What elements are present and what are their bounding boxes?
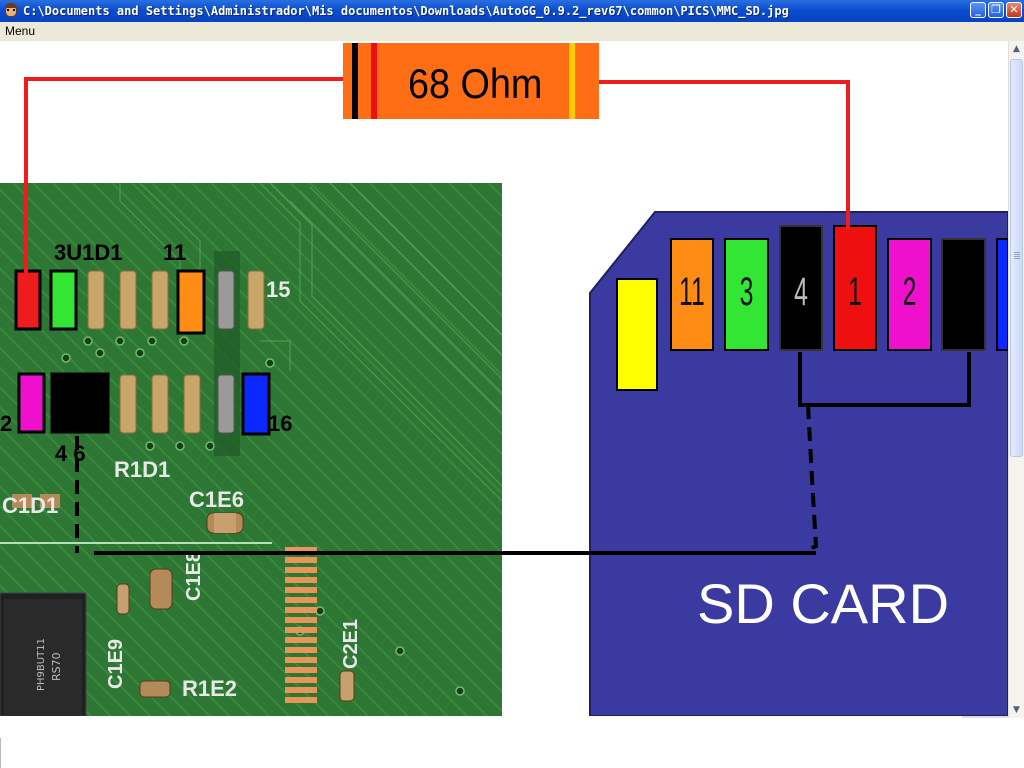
scroll-down-arrow-icon[interactable]: ▼ <box>1013 705 1020 715</box>
label-pin-15: 15 <box>266 277 290 302</box>
pcb-pad-1-red <box>14 269 42 331</box>
image-viewport: RS70 PH9BUT11 3U1D1 11 15 2 16 4 6 R1D1 … <box>0 41 1008 716</box>
sd-pin-3 <box>724 238 769 351</box>
label-c1d1: C1D1 <box>2 493 58 518</box>
chip-code-label: PH9BUT11 <box>36 638 47 691</box>
resistor-68-ohm: 68 Ohm <box>343 43 599 119</box>
app-icon[interactable] <box>3 3 19 19</box>
sd-pin-blue <box>996 238 1008 351</box>
bottom-divider <box>962 716 1008 718</box>
label-c1e6: C1E6 <box>189 487 244 512</box>
pcb-photo: RS70 PH9BUT11 <box>0 182 503 716</box>
pcb-pad-11-orange <box>176 269 206 335</box>
wiring-diagram-image: RS70 PH9BUT11 3U1D1 11 15 2 16 4 6 R1D1 … <box>0 43 1008 716</box>
sd-pin-1 <box>833 225 877 351</box>
sd-pin-1-label: 1 <box>848 270 862 314</box>
window-title: C:\Documents and Settings\Administrador\… <box>23 4 789 18</box>
title-bar[interactable]: C:\Documents and Settings\Administrador\… <box>0 0 1024 22</box>
chip-label: RS70 <box>50 652 63 681</box>
sd-pin-black <box>941 238 986 351</box>
bottom-blank-area <box>0 716 1008 768</box>
sd-pin-4-label: 4 <box>794 270 808 314</box>
label-pin-2: 2 <box>0 411 12 436</box>
label-r1d1: R1D1 <box>114 457 170 482</box>
pcb-pad-3-green <box>49 269 78 331</box>
sd-pin-11-label: 11 <box>679 270 705 314</box>
scrollbar-thumb[interactable] <box>1010 59 1023 457</box>
bottom-left-edge <box>0 738 1 768</box>
maximize-button[interactable]: ❐ <box>988 2 1004 18</box>
sd-pin-4 <box>779 225 823 351</box>
sd-pin-2 <box>887 238 932 351</box>
label-pin-11: 11 <box>163 240 186 265</box>
resistor-label: 68 Ohm <box>408 61 542 107</box>
label-3u1d1: 3U1D1 <box>54 240 122 265</box>
sd-pin-11 <box>670 238 714 351</box>
pcb-pad-4-6-black <box>50 372 110 434</box>
sd-pin-2-label: 2 <box>903 270 917 314</box>
label-c1e8: C1E8 <box>183 551 205 601</box>
menu-bar: Menu <box>0 22 1024 41</box>
pcb-pad-16-blue <box>241 372 271 436</box>
vertical-scrollbar[interactable]: ▲ ▼ <box>1008 41 1024 718</box>
label-c1e9: C1E9 <box>105 639 127 689</box>
menu-item-menu[interactable]: Menu <box>5 24 36 38</box>
sd-card-label: SD CARD <box>697 572 949 635</box>
label-r1e2: R1E2 <box>182 676 237 701</box>
sd-pin-3-label: 3 <box>740 270 754 314</box>
close-button[interactable]: ✕ <box>1006 2 1022 18</box>
sd-card: 11 3 4 1 2 SD CARD <box>589 211 1008 716</box>
pcb-pad-2-magenta <box>17 372 46 434</box>
label-pin-4-6: 4 6 <box>55 441 86 466</box>
label-pin-16: 16 <box>268 411 292 436</box>
scroll-up-arrow-icon[interactable]: ▲ <box>1013 44 1020 54</box>
minimize-button[interactable]: _ <box>970 2 986 18</box>
label-c2e1: C2E1 <box>340 619 362 669</box>
sd-pin-yellow <box>616 278 658 391</box>
